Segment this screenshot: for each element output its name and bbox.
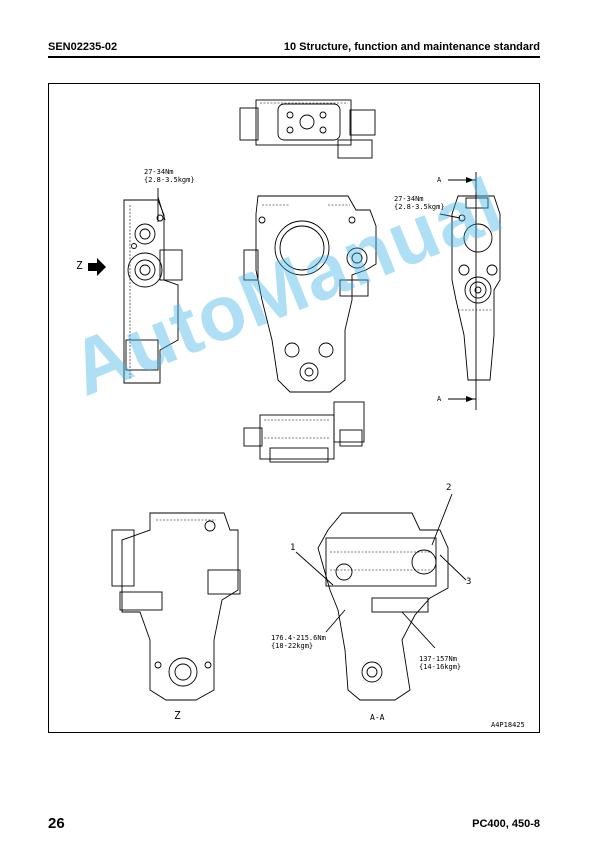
page-number: 26 — [48, 815, 65, 832]
view-arrow-z-label: Z — [76, 259, 83, 272]
figure-frame — [48, 83, 540, 733]
bottom-view-drawing — [243, 401, 365, 463]
view-z-drawing — [111, 512, 241, 701]
top-view-drawing — [239, 99, 376, 159]
header-rule — [48, 56, 540, 58]
callout-3: 3 — [466, 577, 472, 587]
figure-code: A4P18425 — [491, 721, 525, 729]
front-view-drawing — [243, 195, 377, 393]
section-aa-drawing — [295, 493, 467, 701]
document-code: SEN02235-02 — [48, 41, 118, 53]
view-z-caption: Z — [174, 709, 181, 722]
torque-label-bottom-left: 176.4-215.6Nm {18-22kgm} — [271, 634, 326, 650]
section-marker-a-bottom: A — [437, 395, 442, 403]
section-marker-a-top: A — [437, 176, 442, 184]
machine-model: PC400, 450-8 — [472, 818, 540, 830]
right-side-view-drawing — [448, 172, 501, 410]
left-side-view-drawing — [88, 196, 183, 384]
torque-label-top-left: 27-34Nm {2.8-3.5kgm} — [144, 168, 195, 184]
view-aa-caption: A-A — [370, 713, 385, 722]
callout-2: 2 — [446, 483, 452, 493]
callout-1: 1 — [290, 543, 296, 553]
torque-label-bottom-right: 137-157Nm {14-16kgm} — [419, 655, 462, 671]
section-title: 10 Structure, function and maintenance s… — [283, 41, 540, 53]
torque-label-top-right: 27-34Nm {2.8-3.5kgm} — [394, 195, 445, 211]
